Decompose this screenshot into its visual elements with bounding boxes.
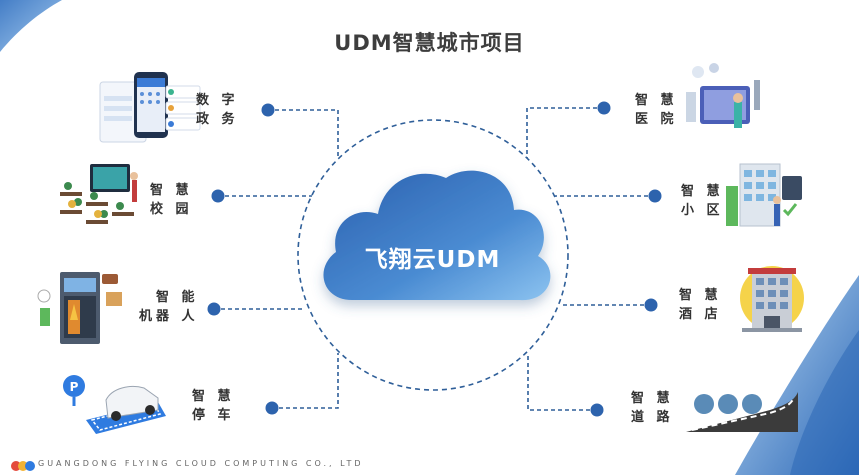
road-icon — [686, 392, 798, 432]
community-icon — [726, 163, 802, 227]
parking-icon: P — [63, 375, 166, 434]
connectors-left — [214, 109, 339, 409]
label-smart-community: 智 慧 小 区 — [681, 184, 724, 218]
label-smart-road: 智 慧 道 路 — [631, 391, 674, 425]
corner-decoration-top-left — [0, 0, 62, 52]
cloud-shape — [323, 170, 551, 301]
svg-text:P: P — [70, 380, 79, 394]
connectors-right — [526, 107, 655, 411]
robot-locker-icon — [37, 272, 122, 344]
classroom-icon — [60, 164, 138, 224]
mobile-app-icon — [99, 72, 201, 143]
center-label: 飞翔云UDM — [364, 247, 501, 273]
company-logo-icon — [11, 461, 35, 471]
hospital-icon — [686, 63, 760, 128]
page-title: UDM智慧城市项目 — [334, 31, 525, 55]
dashed-orbit — [297, 119, 569, 391]
hotel-icon — [740, 266, 804, 332]
company-footer: GUANGDONG FLYING CLOUD COMPUTING CO., LT… — [38, 459, 364, 468]
connector-dots — [207, 101, 662, 417]
label-smart-parking: 智 慧 停 车 — [192, 389, 235, 423]
label-digital-government: 数 字 政 务 — [196, 93, 239, 127]
label-smart-robot: 智 能 机器 人 — [139, 290, 199, 324]
label-smart-hospital: 智 慧 医 院 — [635, 93, 678, 127]
label-smart-campus: 智 慧 校 园 — [150, 183, 193, 217]
label-smart-hotel: 智 慧 酒 店 — [679, 288, 722, 322]
